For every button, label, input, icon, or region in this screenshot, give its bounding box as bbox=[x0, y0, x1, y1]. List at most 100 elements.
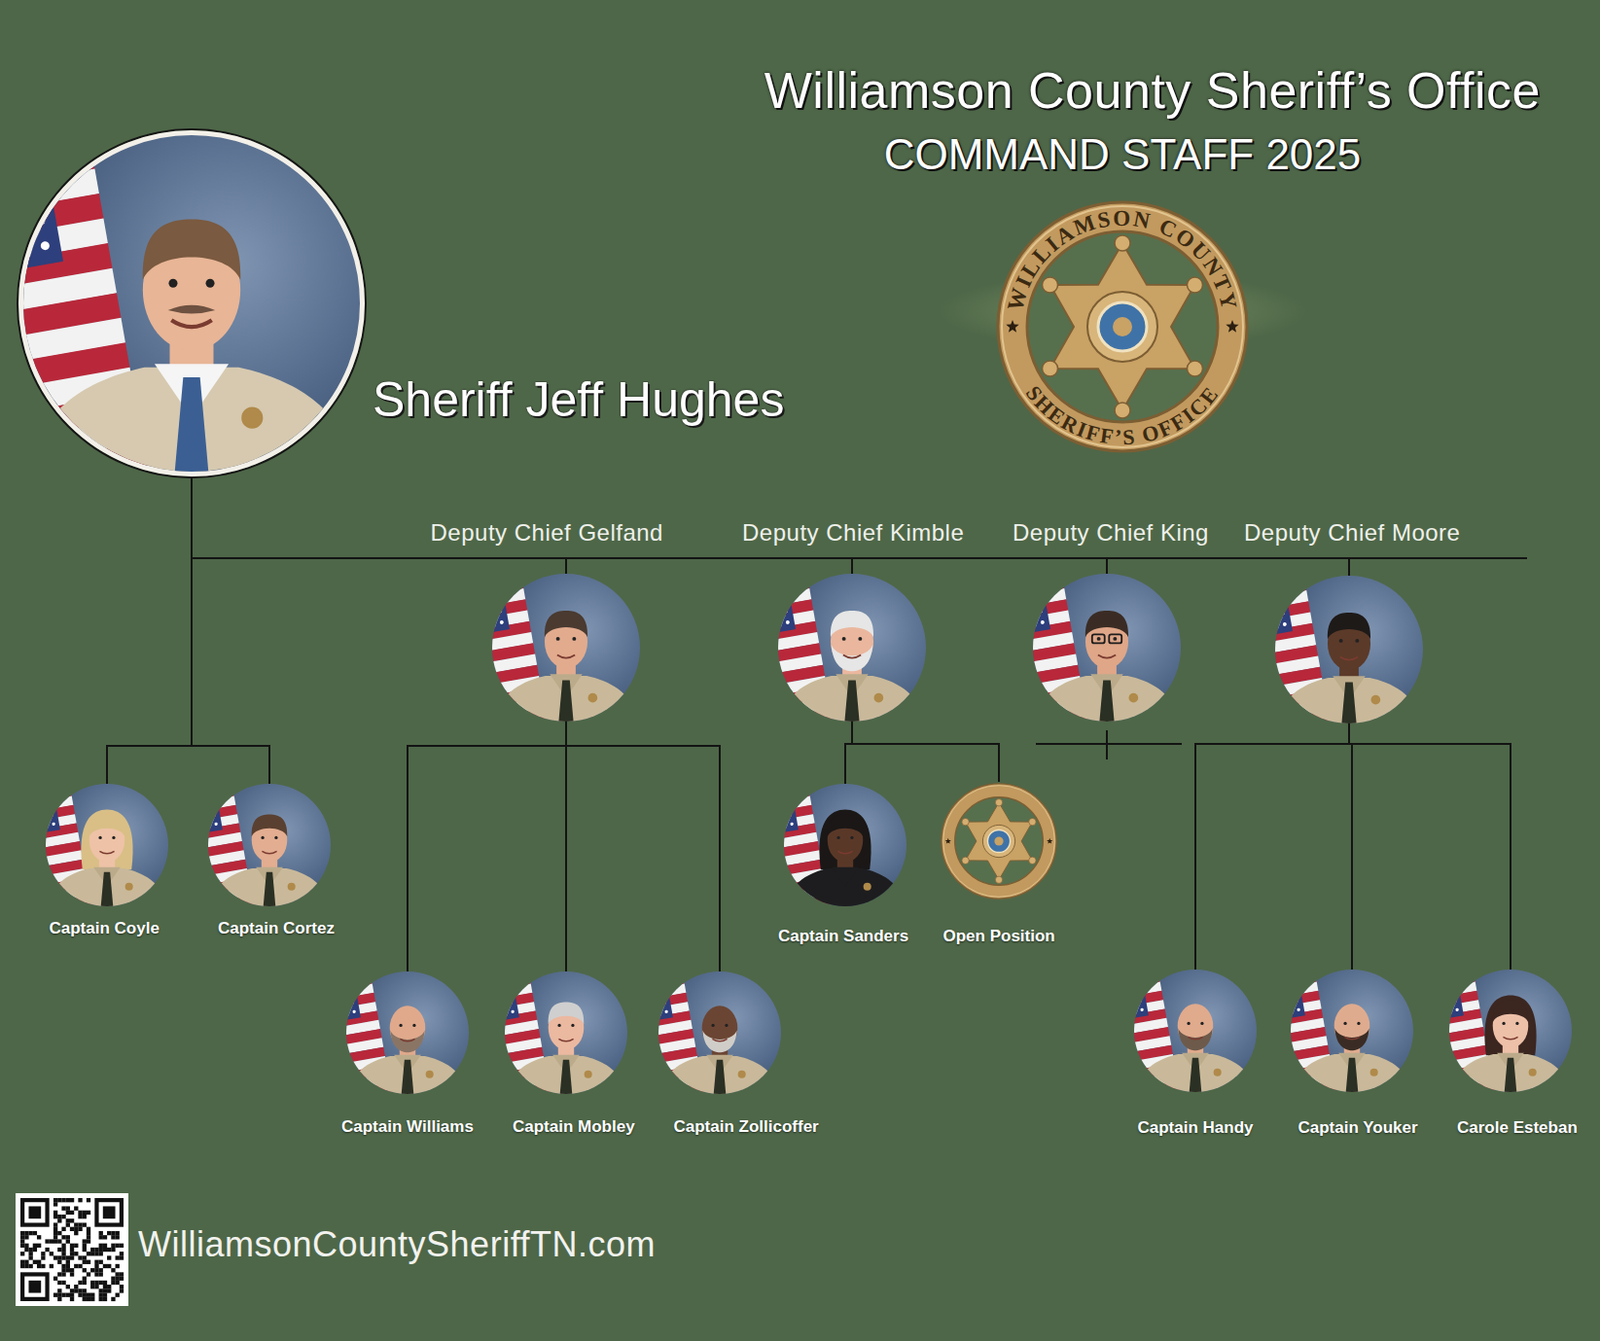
connector bbox=[191, 476, 270, 784]
flag-star bbox=[346, 1011, 349, 1016]
qr-module bbox=[86, 1231, 91, 1236]
qr-module bbox=[99, 1235, 104, 1240]
bus-line bbox=[1349, 557, 1528, 560]
qr-module bbox=[86, 1210, 91, 1215]
portrait-photo bbox=[783, 783, 907, 907]
connector-line bbox=[566, 721, 720, 972]
qr-module bbox=[66, 1210, 71, 1215]
qr-module bbox=[66, 1260, 71, 1265]
flag-star bbox=[659, 983, 664, 988]
flag-star bbox=[1275, 612, 1277, 618]
flag-star bbox=[661, 992, 666, 996]
sheriff-badge: WILLIAMSON COUNTY SHERIFF’S OFFICE bbox=[997, 202, 1247, 452]
eye bbox=[557, 1024, 561, 1028]
chest-badge bbox=[584, 1070, 593, 1079]
qr-module bbox=[70, 1244, 74, 1248]
portrait-photo bbox=[208, 783, 331, 907]
star-tip bbox=[1186, 360, 1203, 377]
qr-module bbox=[20, 1235, 25, 1240]
flag-canton bbox=[1290, 969, 1306, 1022]
qr-module bbox=[70, 1218, 74, 1223]
eye bbox=[168, 279, 178, 288]
qr-module bbox=[73, 1251, 78, 1256]
portrait-art bbox=[504, 971, 628, 1095]
person-node: Captain Zollicoffer bbox=[658, 971, 782, 1095]
qr-module bbox=[103, 1284, 107, 1289]
qr-module bbox=[49, 1239, 54, 1244]
qr-module bbox=[57, 1247, 62, 1252]
hair bbox=[548, 1002, 585, 1026]
portrait-art bbox=[45, 783, 169, 907]
flag-star bbox=[349, 992, 354, 996]
qr-module bbox=[119, 1277, 124, 1281]
eye bbox=[711, 1024, 714, 1028]
flag-star bbox=[504, 1011, 507, 1016]
person-name: Deputy Chief King bbox=[1012, 519, 1209, 547]
uniform bbox=[495, 675, 638, 722]
qr-module bbox=[106, 1247, 111, 1252]
qr-module bbox=[36, 1235, 41, 1240]
flag-star bbox=[1032, 621, 1035, 627]
state-seal-core bbox=[994, 836, 1003, 846]
portrait-photo bbox=[1134, 969, 1257, 1093]
qr-module bbox=[36, 1264, 41, 1269]
uniform bbox=[507, 1056, 626, 1095]
qr-module bbox=[82, 1210, 87, 1215]
qr-module bbox=[99, 1244, 104, 1248]
qr-module bbox=[115, 1280, 120, 1285]
qr-module bbox=[70, 1251, 74, 1256]
flag-star bbox=[1290, 971, 1294, 976]
qr-module bbox=[94, 1251, 99, 1256]
qr-module bbox=[57, 1280, 62, 1285]
eye bbox=[1200, 1022, 1204, 1026]
mouth bbox=[99, 851, 114, 854]
qr-module bbox=[103, 1293, 107, 1298]
flag-star bbox=[1138, 998, 1143, 1003]
flag-star bbox=[35, 215, 46, 226]
flag-star bbox=[664, 1009, 669, 1014]
uniform bbox=[1452, 1054, 1570, 1093]
qr-module bbox=[53, 1214, 58, 1219]
badge-center bbox=[955, 797, 1044, 887]
flag-star bbox=[45, 823, 48, 828]
badge-text: SHERIFF’S OFFICE bbox=[1021, 381, 1225, 450]
qr-module bbox=[99, 1297, 104, 1302]
qr-module bbox=[110, 1244, 115, 1248]
portrait-art bbox=[778, 573, 926, 722]
qr-module bbox=[103, 1288, 107, 1293]
qr-module bbox=[61, 1280, 66, 1285]
qr-module bbox=[40, 1264, 45, 1269]
qr-module bbox=[94, 1268, 99, 1273]
flag-star bbox=[346, 973, 350, 978]
qr-module bbox=[110, 1231, 115, 1236]
flag-star bbox=[1449, 971, 1453, 976]
chest-badge bbox=[738, 1070, 747, 1079]
flag-star bbox=[1293, 990, 1298, 995]
flag-stripe bbox=[658, 971, 683, 985]
qr-module bbox=[61, 1198, 66, 1203]
portrait-photo bbox=[346, 971, 469, 1095]
chest-badge bbox=[287, 883, 296, 891]
qr-module bbox=[77, 1264, 82, 1269]
person-name: Captain Coyle bbox=[49, 919, 160, 939]
badge-emblem bbox=[939, 782, 1059, 901]
flag-stripe bbox=[1449, 969, 1474, 983]
qr-module bbox=[73, 1264, 78, 1269]
mouth bbox=[1344, 1036, 1359, 1040]
qr-module bbox=[57, 1255, 62, 1260]
qr-module bbox=[82, 1277, 87, 1281]
flag-star bbox=[783, 823, 786, 828]
hair-back bbox=[80, 809, 133, 870]
qr-module bbox=[73, 1288, 78, 1293]
mouth bbox=[557, 655, 575, 659]
qr-module bbox=[20, 1239, 25, 1244]
mouth bbox=[399, 1038, 415, 1042]
qr-module bbox=[82, 1214, 87, 1219]
qr-module bbox=[115, 1264, 120, 1269]
flag-canton bbox=[1275, 575, 1293, 639]
flag-star bbox=[1135, 981, 1139, 986]
qr-module bbox=[28, 1255, 33, 1260]
connector-line bbox=[1349, 723, 1511, 970]
chest-badge bbox=[241, 407, 263, 429]
qr-module bbox=[110, 1235, 115, 1240]
